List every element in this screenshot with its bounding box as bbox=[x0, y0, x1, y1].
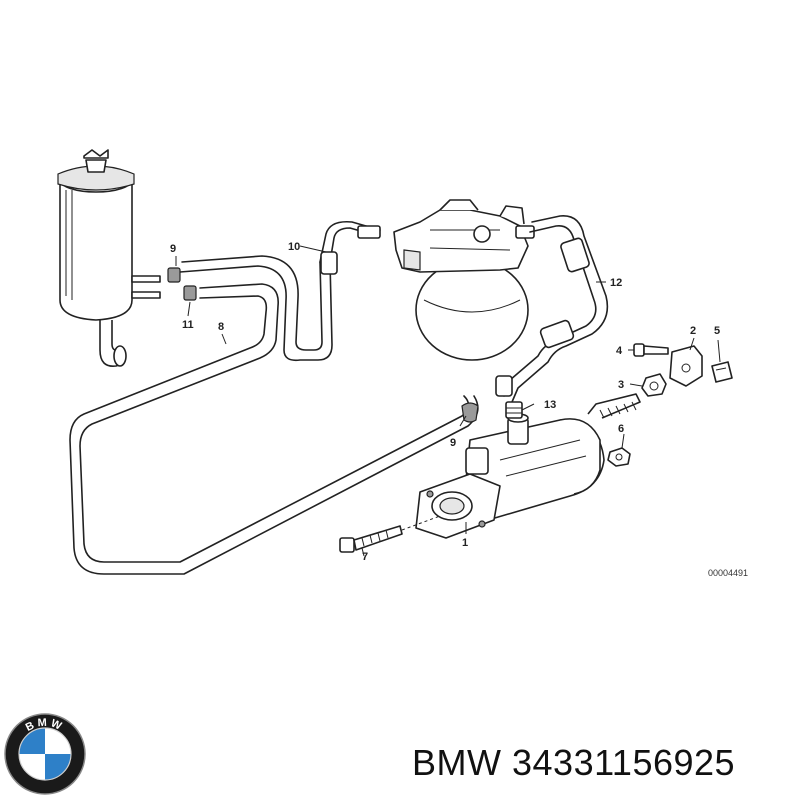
master-cylinder bbox=[415, 393, 641, 539]
nut bbox=[607, 447, 631, 467]
callout-8: 8 bbox=[218, 321, 224, 333]
callout-13: 13 bbox=[544, 399, 556, 411]
callout-11: 11 bbox=[182, 319, 194, 331]
bmw-logo: BMW bbox=[0, 708, 90, 800]
svg-text:BMW: BMW bbox=[24, 717, 66, 734]
diagram-reference-code: 00004491 bbox=[708, 568, 748, 578]
hose-clamp-lower bbox=[183, 285, 197, 301]
bmw-roundel-icon: BMW bbox=[4, 713, 86, 795]
callout-12: 12 bbox=[610, 277, 622, 289]
return-hose bbox=[179, 255, 333, 362]
supply-hose bbox=[69, 283, 479, 575]
part-number: 34331156925 bbox=[512, 742, 736, 783]
pressure-pipe bbox=[319, 220, 381, 275]
brand-name: BMW bbox=[412, 742, 502, 783]
leader-lines bbox=[175, 245, 721, 557]
callout-5: 5 bbox=[714, 325, 720, 337]
banjo-fitting bbox=[505, 401, 523, 419]
hose-clamp-cylinder bbox=[461, 402, 479, 423]
callout-3: 3 bbox=[618, 379, 624, 391]
hose-clamp-upper bbox=[167, 267, 181, 283]
feed-pipe bbox=[495, 215, 609, 403]
clevis-bracket bbox=[669, 345, 703, 387]
fluid-reservoir bbox=[57, 149, 161, 367]
spring-clip bbox=[711, 361, 733, 383]
callout-1: 1 bbox=[462, 537, 468, 549]
callout-9-lower: 9 bbox=[450, 437, 456, 449]
clevis-pin bbox=[633, 343, 669, 357]
callout-4: 4 bbox=[616, 345, 623, 357]
mounting-bolt bbox=[339, 515, 441, 553]
callout-7: 7 bbox=[362, 551, 368, 563]
brand-part-number: BMW 34331156925 bbox=[412, 742, 735, 784]
callout-6: 6 bbox=[618, 423, 624, 435]
callout-2: 2 bbox=[690, 325, 696, 337]
locknut bbox=[641, 373, 667, 397]
hydraulic-pump bbox=[393, 199, 535, 361]
callout-10: 10 bbox=[288, 241, 300, 253]
logo-ring-text: BMW bbox=[24, 717, 63, 734]
callout-9-upper: 9 bbox=[170, 243, 176, 255]
